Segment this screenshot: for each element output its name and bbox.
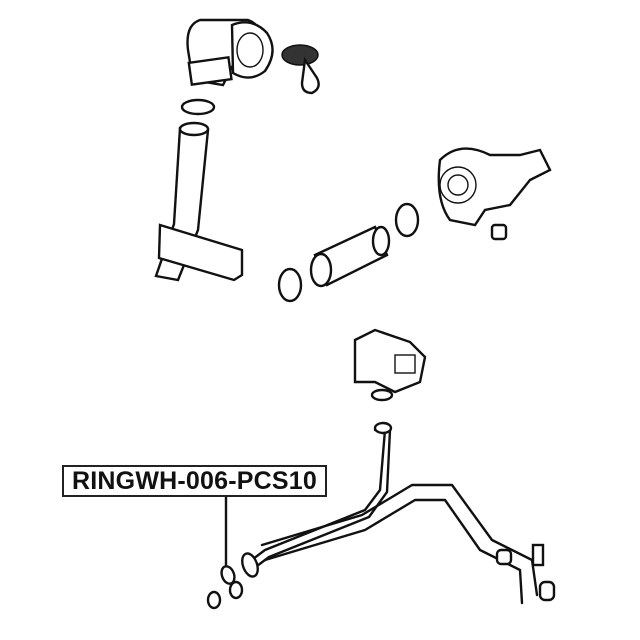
part-number-callout: RINGWH-006-PCS10 (62, 465, 327, 497)
water-housing (437, 147, 552, 241)
bypass-pipe-assembly (206, 421, 556, 610)
short-hose (277, 202, 420, 303)
pipe-fitting (353, 328, 427, 402)
water-pipe-vertical (154, 121, 244, 282)
o-ring-top (180, 98, 216, 116)
thermostat (281, 44, 320, 95)
water-outlet-elbow (186, 18, 274, 87)
